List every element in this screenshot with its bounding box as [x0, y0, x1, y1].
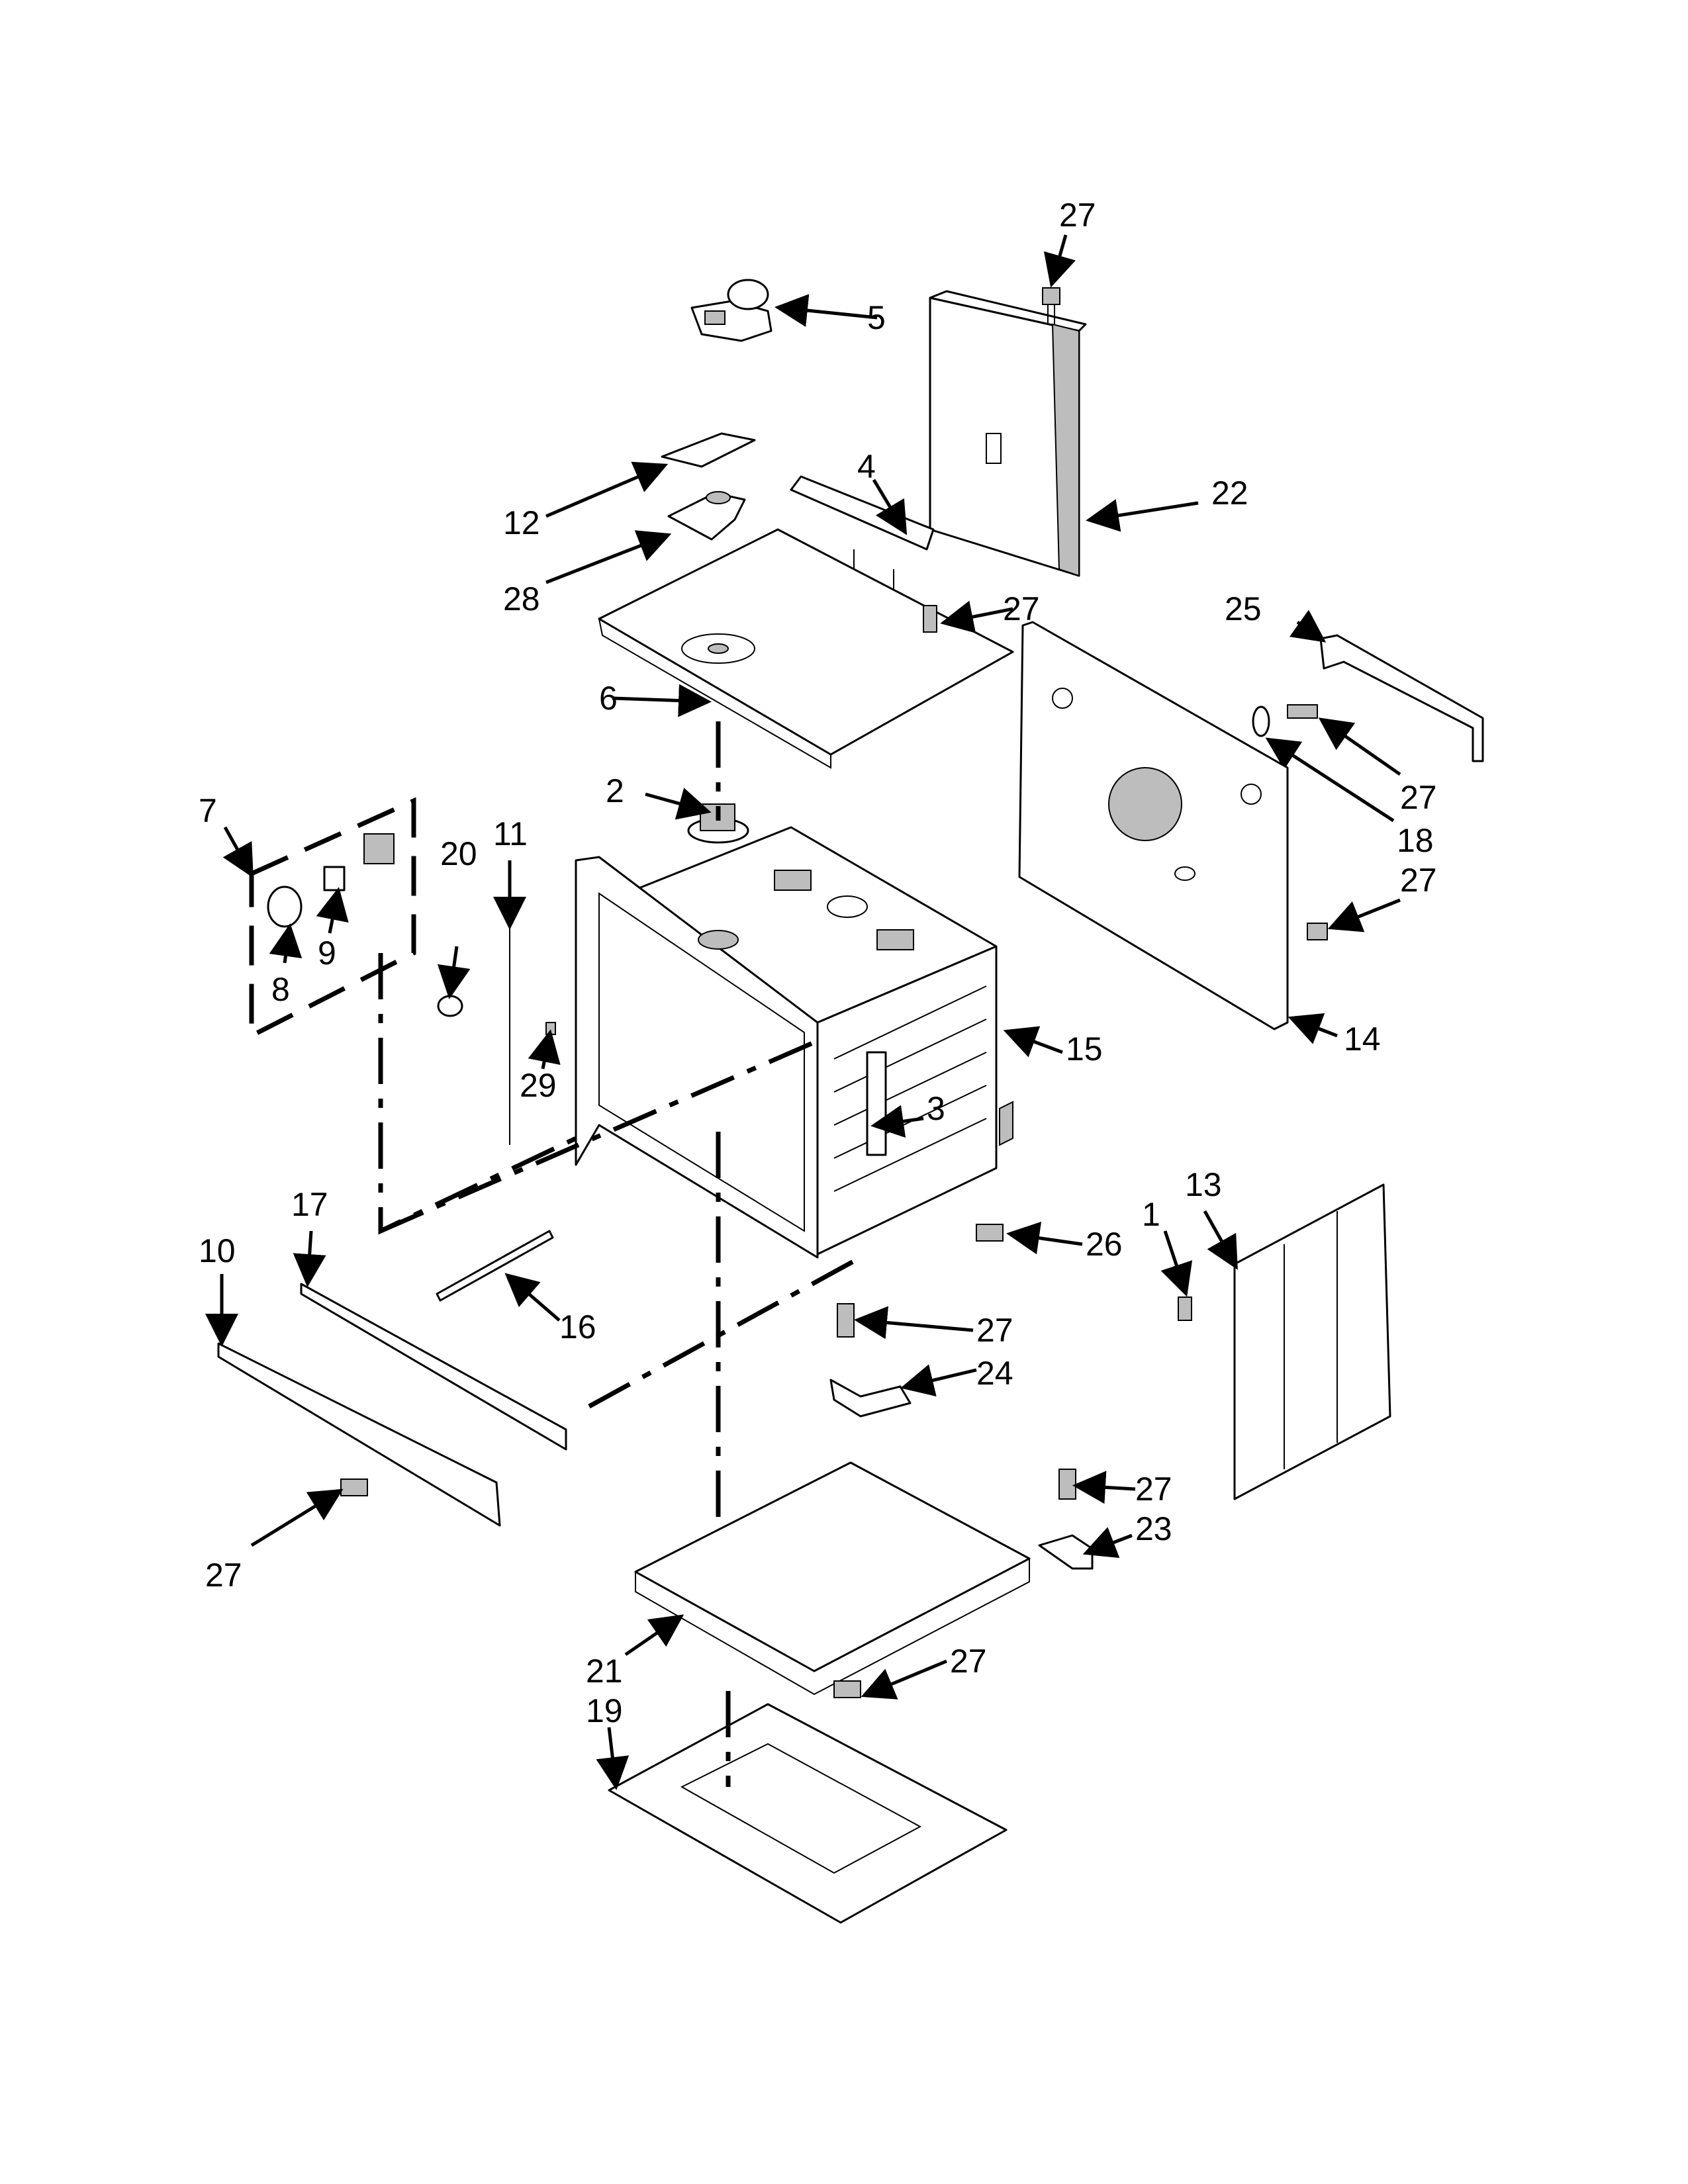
screw-27-bottom — [833, 1659, 947, 1700]
callout-17: 17 — [291, 1186, 328, 1223]
callout-27-23: 27 — [1135, 1471, 1172, 1508]
callout-3: 3 — [927, 1090, 945, 1127]
part-20-knob — [437, 946, 471, 1017]
callout-18: 18 — [1397, 822, 1434, 859]
callout-22: 22 — [1211, 475, 1248, 512]
callout-10: 10 — [199, 1232, 236, 1269]
part-18-clip — [1252, 705, 1395, 823]
callout-25: 25 — [1225, 590, 1262, 627]
part-7-lamp-group — [222, 797, 416, 1040]
part-1-clip — [1160, 1230, 1193, 1321]
callout-1: 1 — [1142, 1196, 1160, 1233]
callout-12: 12 — [503, 504, 540, 541]
screw-26 — [976, 1221, 1083, 1255]
callout-27-duct: 27 — [1003, 590, 1040, 627]
callout-15: 15 — [1066, 1030, 1103, 1068]
callout-7: 7 — [199, 792, 217, 829]
callout-27: 27 — [1059, 197, 1096, 234]
callout-9: 9 — [318, 934, 336, 972]
screw-27-23 — [1058, 1469, 1136, 1504]
part-22-rear-panel — [929, 290, 1199, 577]
part-13-side-panel — [1203, 1183, 1391, 1500]
assembly-lines — [378, 721, 862, 1787]
part-21-bottom-panel — [624, 1461, 1031, 1696]
callout-26: 26 — [1086, 1226, 1123, 1263]
part-15-latch — [1003, 1026, 1063, 1058]
callout-19: 19 — [586, 1692, 623, 1729]
callout-8: 8 — [271, 971, 290, 1008]
callout-27-24: 27 — [976, 1312, 1013, 1349]
part-2-convection-fan — [645, 788, 749, 844]
callout-16: 16 — [559, 1308, 596, 1345]
callout-20: 20 — [440, 835, 477, 872]
part-14-rear-panel — [1018, 621, 1338, 1044]
part-23-bracket — [1038, 1527, 1133, 1570]
callout-27-rear: 27 — [1400, 862, 1437, 899]
callout-21: 21 — [586, 1653, 623, 1690]
callout-11: 11 — [493, 815, 528, 852]
screw-27-duct — [923, 600, 1013, 633]
callout-2: 2 — [606, 772, 624, 809]
part-5-motor-assembly — [690, 279, 878, 342]
part-17-rail — [293, 1230, 567, 1451]
callout-13: 13 — [1185, 1166, 1222, 1203]
screw-27-top — [1042, 234, 1076, 324]
screw-27-right-bracket — [1287, 704, 1401, 776]
part-19-base — [596, 1703, 1008, 1924]
part-24-bracket — [829, 1364, 977, 1418]
callout-28: 28 — [503, 580, 540, 617]
part-6-top-panel — [598, 528, 1014, 769]
screw-27-rail — [250, 1479, 368, 1547]
part-29-screw — [528, 1022, 561, 1069]
callout-27-rail: 27 — [205, 1557, 242, 1594]
screw-27-rear-panel — [1307, 898, 1401, 940]
callout-14: 14 — [1344, 1021, 1381, 1058]
part-28-bracket — [545, 491, 746, 584]
part-3-indicator — [870, 1105, 924, 1138]
callout-29: 29 — [520, 1067, 557, 1104]
callout-27-bottom: 27 — [950, 1643, 987, 1680]
part-10-rail — [205, 1274, 501, 1527]
screw-27-bracket — [837, 1303, 974, 1340]
part-25-bracket — [1289, 610, 1484, 762]
callout-24: 24 — [976, 1355, 1013, 1392]
callout-6: 6 — [599, 680, 618, 717]
part-12-bracket — [545, 432, 756, 518]
callout-5: 5 — [867, 299, 886, 336]
callout-23: 23 — [1135, 1510, 1172, 1547]
part-16-probe — [436, 1230, 561, 1322]
callout-4: 4 — [857, 448, 876, 485]
oven-cavity — [575, 826, 1013, 1259]
callout-27-bracket: 27 — [1400, 779, 1437, 816]
